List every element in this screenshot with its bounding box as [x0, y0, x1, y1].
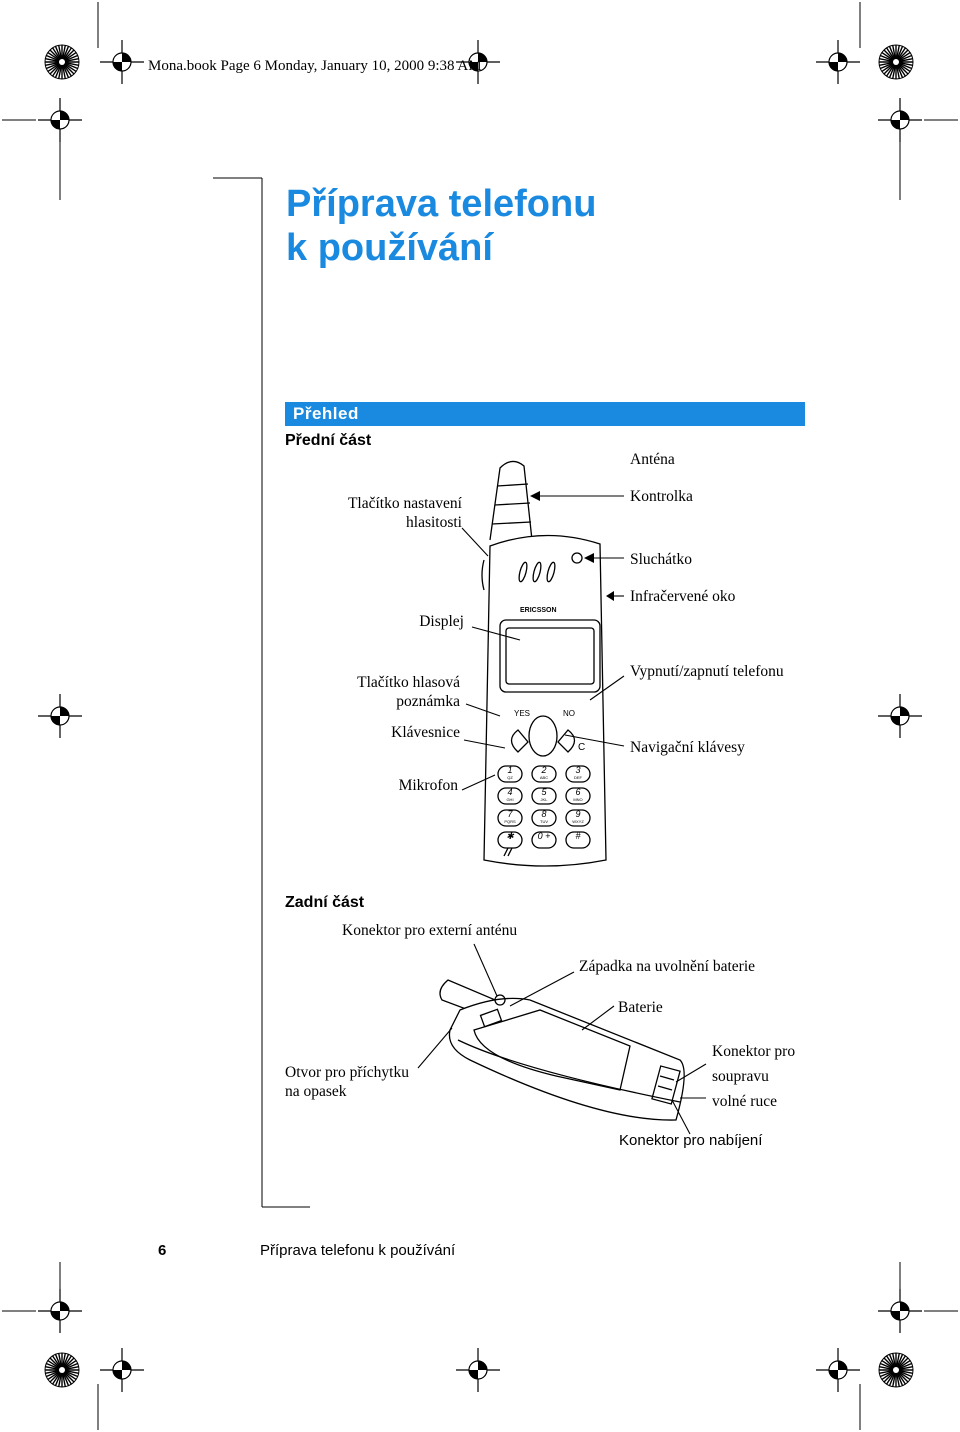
- phone-key-letters: DEF: [574, 775, 582, 780]
- phone-key-letters: ABC: [539, 775, 549, 780]
- phone-key-number: 6: [575, 787, 581, 797]
- label-volume-line1: Tlačítko nastavení: [347, 495, 462, 512]
- phone-key-number: 7: [507, 809, 513, 819]
- phone-clear-key: C: [578, 742, 586, 753]
- phone-key-letters: QZ: [507, 775, 513, 780]
- phone-key-number: 3: [575, 765, 581, 775]
- label-belt-line2: na opasek: [285, 1083, 347, 1100]
- label-voice-memo: Tlačítko hlasová poznámka: [280, 673, 460, 711]
- phone-key-letters: WXYZ: [572, 819, 584, 824]
- phone-key-letters: TUV: [540, 819, 548, 824]
- page-title: Příprava telefonu k používání: [286, 182, 596, 270]
- page-title-line1: Příprava telefonu: [286, 183, 597, 225]
- label-volume-button: Tlačítko nastavení hlasitosti: [280, 494, 462, 532]
- label-antenna: Anténa: [630, 451, 675, 468]
- front-subheading: Přední část: [285, 432, 372, 449]
- phone-key-number: 1: [507, 765, 513, 775]
- phone-key-number: 8: [541, 809, 547, 819]
- back-subheading: Zadní část: [285, 894, 365, 911]
- label-handsfree-line1: Konektor pro: [712, 1043, 796, 1060]
- label-voice-memo-line2: poznámka: [396, 693, 460, 710]
- phone-key-letters: MNO: [573, 797, 583, 802]
- label-display: Displej: [419, 613, 464, 630]
- phone-key-letters: GHI: [506, 797, 514, 802]
- phone-no-key: NO: [563, 709, 575, 718]
- phone-back-illustration: [439, 979, 685, 1121]
- footer-title: Příprava telefonu k používání: [260, 1242, 456, 1259]
- phone-key-number: #: [575, 831, 581, 841]
- label-battery: Baterie: [618, 999, 663, 1016]
- page-number: 6: [158, 1242, 167, 1259]
- phone-key: #: [566, 831, 590, 841]
- phone-brand-logo: ERICSSON: [520, 607, 557, 614]
- phone-key: 0 +: [532, 831, 556, 841]
- phone-key-number: 4: [507, 787, 513, 797]
- label-ext-antenna: Konektor pro externí anténu: [342, 922, 518, 939]
- phone-key-number: ✱: [506, 831, 514, 841]
- page-title-line2: k používání: [286, 227, 493, 269]
- label-battery-latch: Západka na uvolnění baterie: [579, 958, 756, 975]
- phone-key-letters: PQRS: [504, 819, 516, 824]
- label-infrared: Infračervené oko: [630, 588, 736, 605]
- label-indicator: Kontrolka: [630, 488, 693, 505]
- label-voice-memo-line1: Tlačítko hlasová: [357, 674, 460, 691]
- phone-key-number: 9: [575, 809, 581, 819]
- phone-key-number: 5: [541, 787, 547, 797]
- label-handsfree: Konektor pro soupravu volné ruce: [712, 1039, 795, 1114]
- label-handsfree-line2: soupravu: [712, 1068, 769, 1085]
- phone-key-letters: JKL: [540, 797, 548, 802]
- label-charger: Konektor pro nabíjení: [619, 1132, 763, 1149]
- phone-key: ✱: [498, 831, 522, 841]
- label-earpiece: Sluchátko: [630, 551, 692, 568]
- section-heading: Přehled: [285, 402, 805, 426]
- label-keypad: Klávesnice: [391, 724, 460, 741]
- running-header: Mona.book Page 6 Monday, January 10, 200…: [148, 58, 482, 74]
- label-navigation: Navigační klávesy: [630, 739, 745, 756]
- label-belt-clip: Otvor pro příchytku na opasek: [285, 1063, 409, 1101]
- phone-key-number: 2: [541, 765, 547, 775]
- label-power: Vypnutí/zapnutí telefonu: [630, 663, 784, 680]
- label-belt-line1: Otvor pro příchytku: [285, 1064, 409, 1081]
- label-microphone: Mikrofon: [398, 777, 458, 794]
- label-handsfree-line3: volné ruce: [712, 1093, 777, 1110]
- phone-front-illustration: [481, 460, 607, 867]
- phone-key-number: 0 +: [537, 831, 551, 841]
- phone-yes-key: YES: [514, 709, 531, 718]
- label-volume-line2: hlasitosti: [406, 514, 462, 531]
